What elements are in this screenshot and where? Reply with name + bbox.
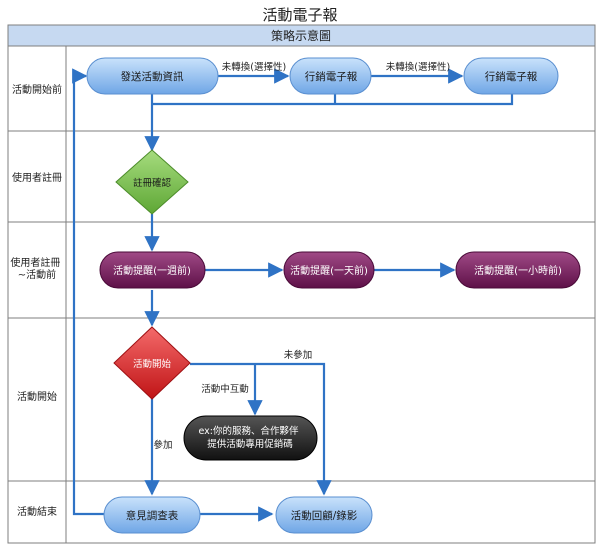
node-survey	[103, 496, 201, 534]
edge-label-interaction: 活動中互動	[201, 383, 249, 395]
node-remind-day	[283, 251, 375, 289]
node-note-line: ex:你的服務、合作夥伴	[198, 425, 299, 437]
node-note-line: 提供活動專用促銷碼	[207, 438, 293, 450]
connectors	[72, 68, 514, 522]
arrow-loop-back	[72, 68, 104, 516]
lane-label-event-start: 活動開始	[17, 390, 57, 403]
lane-label-line: ~活動前	[18, 268, 56, 281]
node-remind-day-label: 活動提醒(一天前)	[290, 264, 368, 277]
lane-label-before-event: 活動開始前	[12, 83, 62, 96]
node-newsletter-1	[289, 57, 372, 95]
arrow-event-to-review	[190, 362, 332, 496]
node-review	[275, 496, 373, 534]
node-review-label: 活動回顧/錄影	[291, 509, 358, 522]
node-survey-label: 意見調查表	[126, 509, 179, 522]
node-interaction-note	[183, 415, 318, 461]
diagram-header	[7, 24, 596, 47]
node-newsletter-2	[463, 57, 559, 95]
node-remind-hour-label: 活動提醒(一小時前)	[474, 264, 562, 277]
edge-label-attend: 參加	[153, 439, 172, 451]
node-send-info	[86, 57, 219, 95]
lane-label-line: 使用者註冊	[10, 256, 60, 269]
node-registration-confirm-label: 註冊確認	[133, 177, 172, 189]
node-registration-confirm	[115, 149, 189, 215]
node-newsletter-1-label: 行銷電子報	[305, 70, 358, 83]
node-event-start	[113, 326, 191, 400]
node-remind-week	[99, 251, 206, 289]
node-newsletter-2-label: 行銷電子報	[485, 70, 538, 83]
node-interaction-note-label: ex:你的服務、合作夥伴 提供活動專用促銷碼	[198, 425, 301, 450]
lane-label-user-registration: 使用者註冊	[12, 171, 62, 184]
edge-label-not-converted: 未轉換(選擇性)	[222, 61, 286, 73]
node-remind-hour	[455, 251, 581, 289]
header-label: 策略示意圖	[271, 28, 331, 43]
lane-label-event-end: 活動結束	[17, 505, 57, 518]
edge-label-not-attend: 未參加	[284, 349, 313, 361]
node-event-start-label: 活動開始	[133, 358, 172, 370]
node-remind-week-label: 活動提醒(一週前)	[113, 264, 191, 277]
page-title: 活動電子報	[262, 6, 338, 24]
lane-label-registration-to-event: 使用者註冊 ~活動前	[10, 256, 63, 281]
arrow-newsletter2-merge	[152, 94, 514, 106]
node-send-info-label: 發送活動資訊	[121, 70, 184, 83]
edge-label-not-converted: 未轉換(選擇性)	[386, 61, 450, 73]
